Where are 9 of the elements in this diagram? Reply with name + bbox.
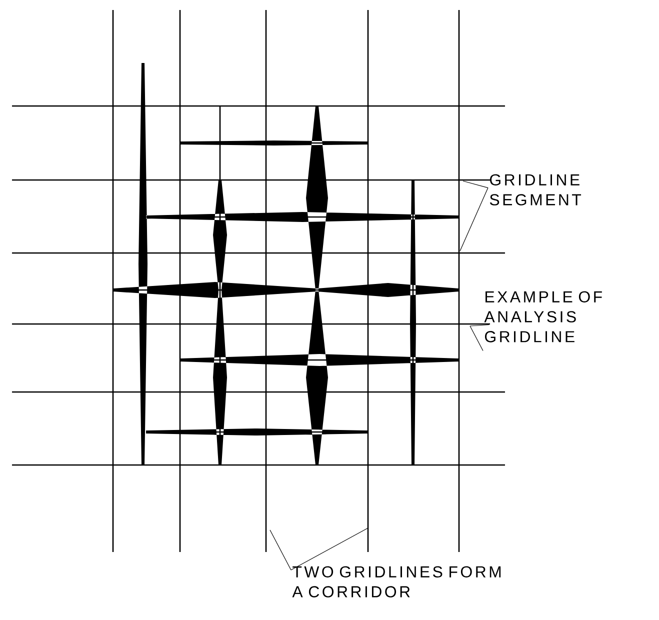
callout-label: TWO GRIDLINES FORM A CORRIDOR: [292, 566, 501, 598]
leader-line: [470, 326, 484, 352]
leader-line: [462, 180, 488, 188]
leader-line: [290, 528, 368, 570]
leader-line: [460, 188, 488, 252]
callout-label: GRIDLINE SEGMENT: [490, 174, 582, 206]
leader-line: [270, 530, 292, 570]
leader-line: [470, 324, 490, 326]
callout-label: EXAMPLE OF ANALYSIS GRIDLINE: [484, 291, 602, 342]
